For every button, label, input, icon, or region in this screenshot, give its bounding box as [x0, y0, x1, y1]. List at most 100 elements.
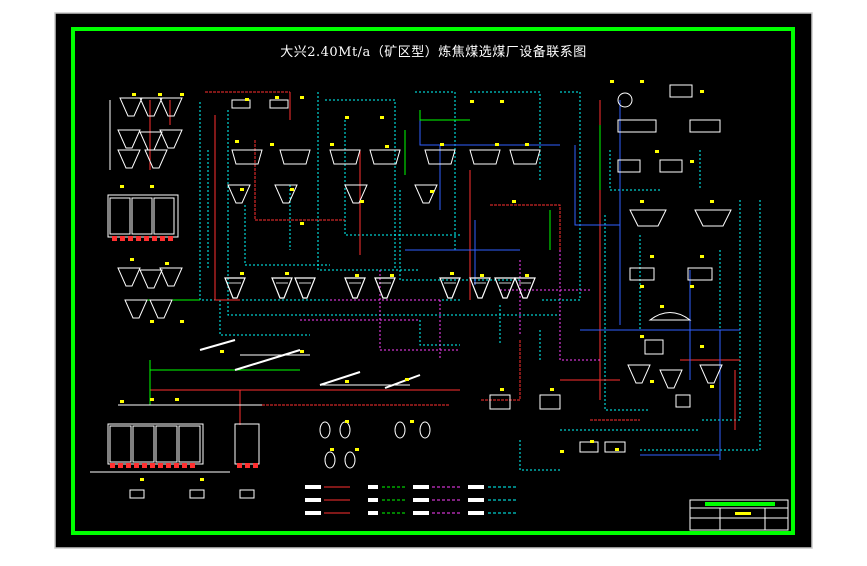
equipment-tag-57 — [560, 450, 564, 453]
silo-feeder-5 — [152, 236, 157, 241]
title-block-name-bar — [705, 502, 775, 506]
equipment-tag-6 — [345, 116, 349, 119]
thickener-feed-box — [617, 119, 657, 133]
press-outlet — [604, 441, 626, 453]
screen-a-1 — [144, 149, 168, 169]
outer-gray-border — [54, 12, 813, 549]
silo-feeder-2 — [128, 236, 133, 241]
equipment-tag-19 — [360, 200, 364, 203]
dense-medium-cyclone-4 — [374, 277, 396, 299]
equipment-tag-66 — [500, 388, 504, 391]
equipment-tag-3 — [245, 98, 249, 101]
equipment-symbols — [107, 80, 732, 499]
silo-feeder-1 — [120, 236, 125, 241]
equipment-tag-30 — [120, 185, 124, 188]
title-block — [689, 499, 789, 531]
product-silo-2 — [155, 425, 178, 463]
equipment-tag-12 — [330, 143, 334, 146]
product-silo-1 — [132, 425, 155, 463]
belt-conveyor-0 — [234, 349, 301, 371]
equipment-tag-64 — [330, 448, 334, 451]
desliming-screen-2 — [329, 149, 361, 165]
slurry-pump-4 — [324, 451, 336, 469]
product-feeder-1 — [118, 463, 123, 468]
equipment-tag-48 — [700, 255, 704, 258]
dense-medium-cyclone-0 — [224, 277, 246, 299]
equipment-tag-40 — [610, 80, 614, 83]
product-feeder-6 — [158, 463, 163, 468]
equipment-tag-35 — [180, 320, 184, 323]
equipment-tag-69 — [200, 478, 204, 481]
desliming-screen-4 — [424, 149, 456, 165]
product-feeder-3 — [134, 463, 139, 468]
product-feeder-10 — [190, 463, 195, 468]
equipment-tag-65 — [355, 448, 359, 451]
green-pipe-2 — [419, 110, 470, 121]
raw-coal-silo-group — [107, 194, 179, 238]
equipment-tag-9 — [500, 100, 504, 103]
equipment-tag-21 — [300, 222, 304, 225]
classifying-screen-3 — [124, 299, 148, 319]
legend-key-d-0 — [468, 485, 484, 489]
equipment-tag-1 — [158, 93, 162, 96]
product-silo-0 — [109, 425, 132, 463]
cyan-pipe-23 — [519, 440, 560, 471]
legend-key-b-0 — [368, 485, 378, 489]
equipment-tag-49 — [640, 285, 644, 288]
equipment-tag-11 — [270, 143, 274, 146]
equipment-tag-62 — [345, 420, 349, 423]
desliming-screen-1 — [279, 149, 311, 165]
product-feeder-7 — [166, 463, 171, 468]
legend-key-c-2 — [413, 511, 429, 515]
silo-feeder-6 — [160, 236, 165, 241]
feeder-box-0 — [231, 99, 251, 109]
equipment-tag-63 — [410, 420, 414, 423]
title-block-mark — [735, 512, 751, 515]
cyan-pipe-4 — [325, 99, 396, 270]
line-legend — [305, 485, 518, 515]
dense-medium-cyclone-8 — [514, 277, 536, 299]
equipment-tag-32 — [130, 258, 134, 261]
equipment-tag-8 — [470, 100, 474, 103]
belt-conveyor-3 — [199, 339, 236, 351]
magnetic-separator-1 — [274, 184, 298, 204]
equipment-tag-7 — [380, 116, 384, 119]
classifying-screen-0 — [117, 267, 141, 287]
cyan-pipe-9 — [244, 205, 330, 266]
thickener-1 — [694, 209, 732, 227]
desliming-screen-0 — [231, 149, 263, 165]
product-feeder-8 — [174, 463, 179, 468]
equipment-tag-25 — [355, 274, 359, 277]
thickener-pump — [617, 92, 633, 108]
classifying-screen-4 — [149, 299, 173, 319]
desliming-screen-3 — [369, 149, 401, 165]
equipment-tag-28 — [480, 274, 484, 277]
equipment-tag-68 — [140, 478, 144, 481]
cyan-pipe-14 — [419, 320, 460, 346]
equipment-tag-38 — [345, 380, 349, 383]
dense-medium-cyclone-2 — [294, 277, 316, 299]
cyan-pipe-11 — [399, 190, 520, 281]
equipment-tag-2 — [180, 93, 184, 96]
equipment-tag-17 — [240, 188, 244, 191]
silo-feeder-7 — [168, 236, 173, 241]
equipment-tag-34 — [150, 320, 154, 323]
pressure-filter — [579, 441, 599, 453]
legend-swatch-0 — [305, 485, 321, 489]
equipment-tag-0 — [132, 93, 136, 96]
desliming-screen-5 — [469, 149, 501, 165]
blue-pipe-2 — [574, 145, 620, 226]
cyan-pipe-24 — [609, 150, 660, 191]
dewatering-screen-2 — [699, 364, 723, 384]
equipment-tag-47 — [650, 255, 654, 258]
equipment-tag-55 — [710, 385, 714, 388]
slime-thickener — [648, 312, 692, 321]
green-drawing-frame — [71, 27, 795, 535]
magnetic-separator-0 — [227, 184, 251, 204]
blue-pipe-0 — [419, 110, 560, 146]
equipment-tag-56 — [590, 440, 594, 443]
red-pipe-2 — [214, 115, 240, 301]
title-block-frame — [689, 499, 789, 531]
slurry-pump-0 — [319, 421, 331, 439]
